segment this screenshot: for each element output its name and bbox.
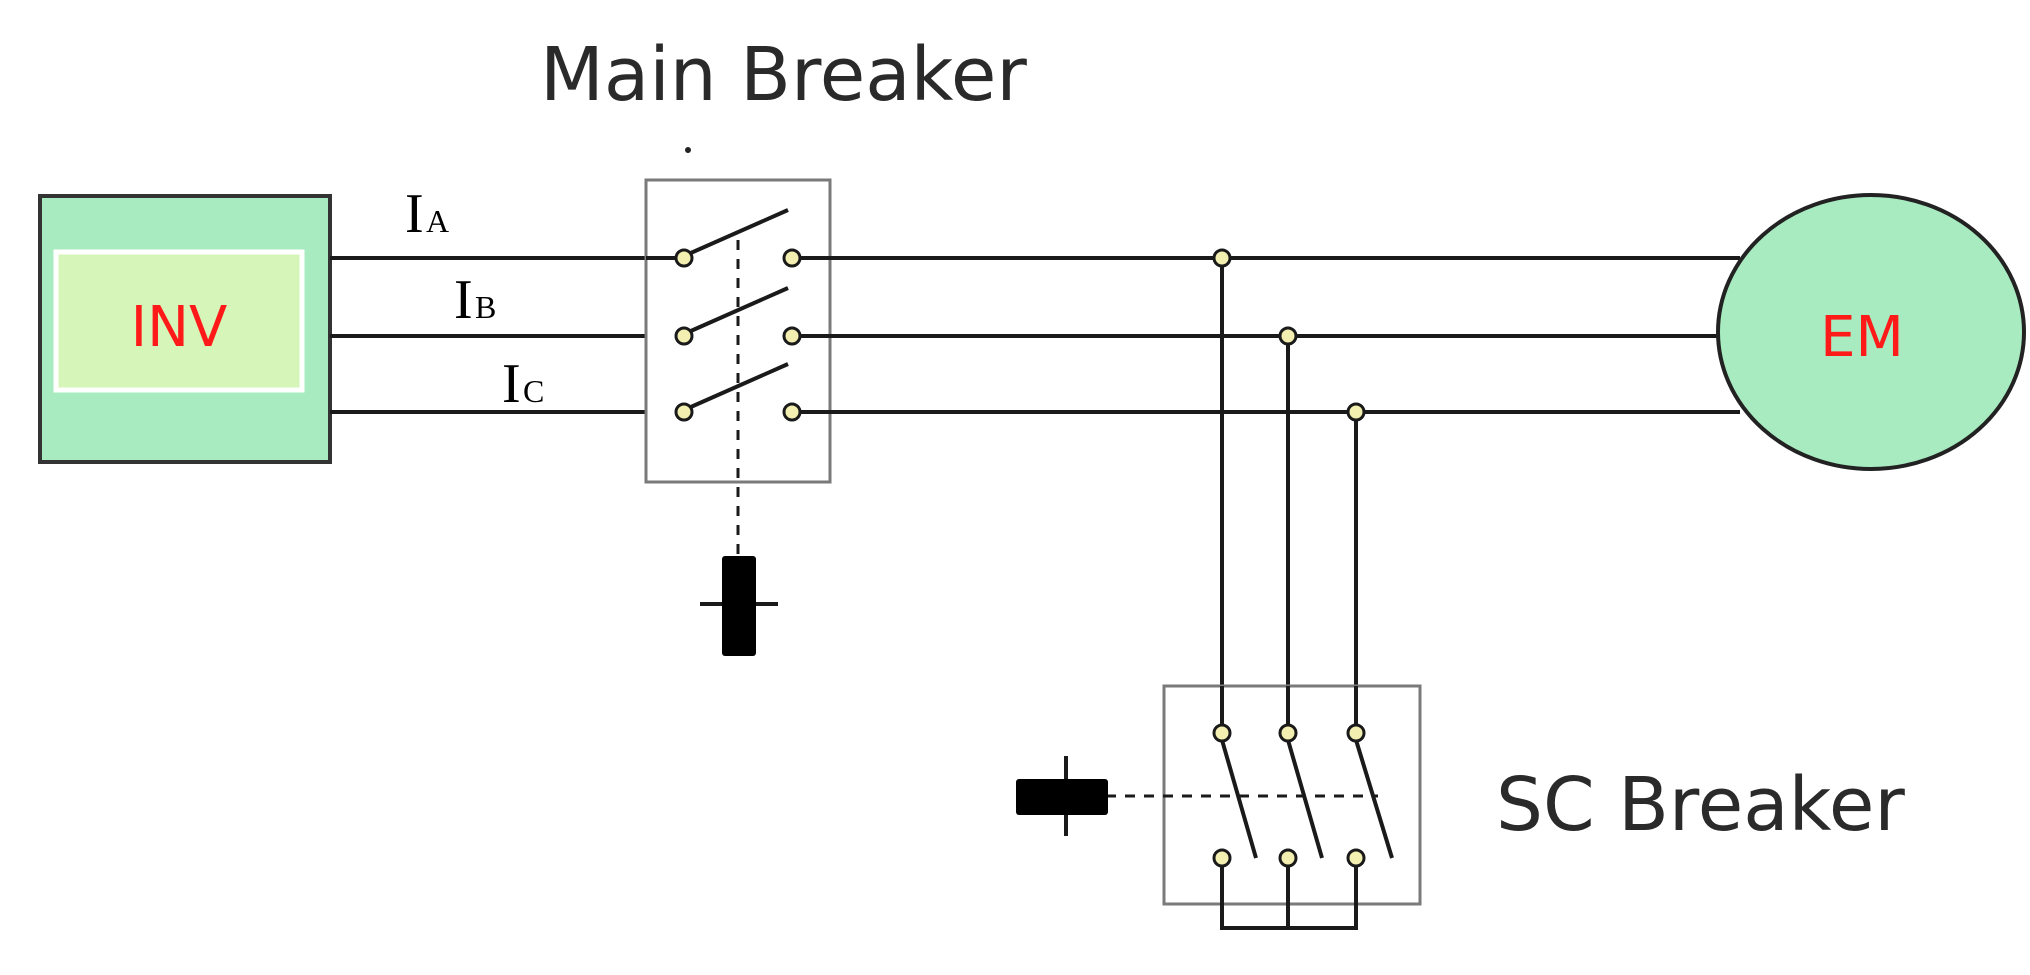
current-b-sub: B (475, 289, 496, 325)
sc-blade-a (1220, 739, 1258, 859)
sc-breaker-coil (1016, 756, 1108, 836)
sc-contact-a-top (1212, 723, 1232, 743)
main-coil-body (722, 556, 756, 656)
main-contact-a-in (674, 248, 694, 268)
main-contact-b-out (782, 326, 802, 346)
main-contact-b-in (674, 326, 694, 346)
current-a-sub: A (426, 203, 449, 239)
main-contact-c-in (674, 402, 694, 422)
main-blade-a (683, 208, 789, 258)
inverter-label: INV (131, 295, 228, 360)
inverter-inner-box (53, 249, 305, 393)
current-a-main: I (405, 183, 424, 245)
current-c-sub: C (523, 373, 544, 409)
sc-contact-b-top (1278, 723, 1298, 743)
current-label-c: I C (502, 353, 544, 415)
sc-contact-c-bottom (1346, 848, 1366, 868)
sc-coil-body (1016, 779, 1108, 815)
sc-contact-c-top (1346, 723, 1366, 743)
sc-breaker-title: SC Breaker (1496, 762, 1905, 848)
sc-contact-a-bottom (1212, 848, 1232, 868)
motor-label: EM (1820, 305, 1904, 370)
sc-blade-b (1286, 739, 1324, 859)
marker-dot (685, 147, 691, 153)
sc-blade-c (1354, 739, 1394, 859)
main-blade-b (683, 286, 789, 336)
junction-b (1278, 326, 1298, 346)
main-breaker (644, 178, 832, 558)
junction-c (1346, 402, 1366, 422)
motor: EM (1716, 193, 2026, 471)
current-label-a: I A (405, 183, 449, 245)
sc-breaker (1106, 684, 1422, 930)
main-contact-a-out (782, 248, 802, 268)
motor-circle (1716, 193, 2026, 471)
main-contact-c-out (782, 402, 802, 422)
main-breaker-coil (700, 556, 778, 656)
main-breaker-title: Main Breaker (540, 32, 1027, 118)
inverter-block: INV (38, 194, 332, 464)
current-c-main: I (502, 353, 521, 415)
sc-contact-b-bottom (1278, 848, 1298, 868)
junction-a (1212, 248, 1232, 268)
main-blade-c (683, 362, 789, 412)
current-label-b: I B (454, 269, 496, 331)
current-b-main: I (454, 269, 473, 331)
